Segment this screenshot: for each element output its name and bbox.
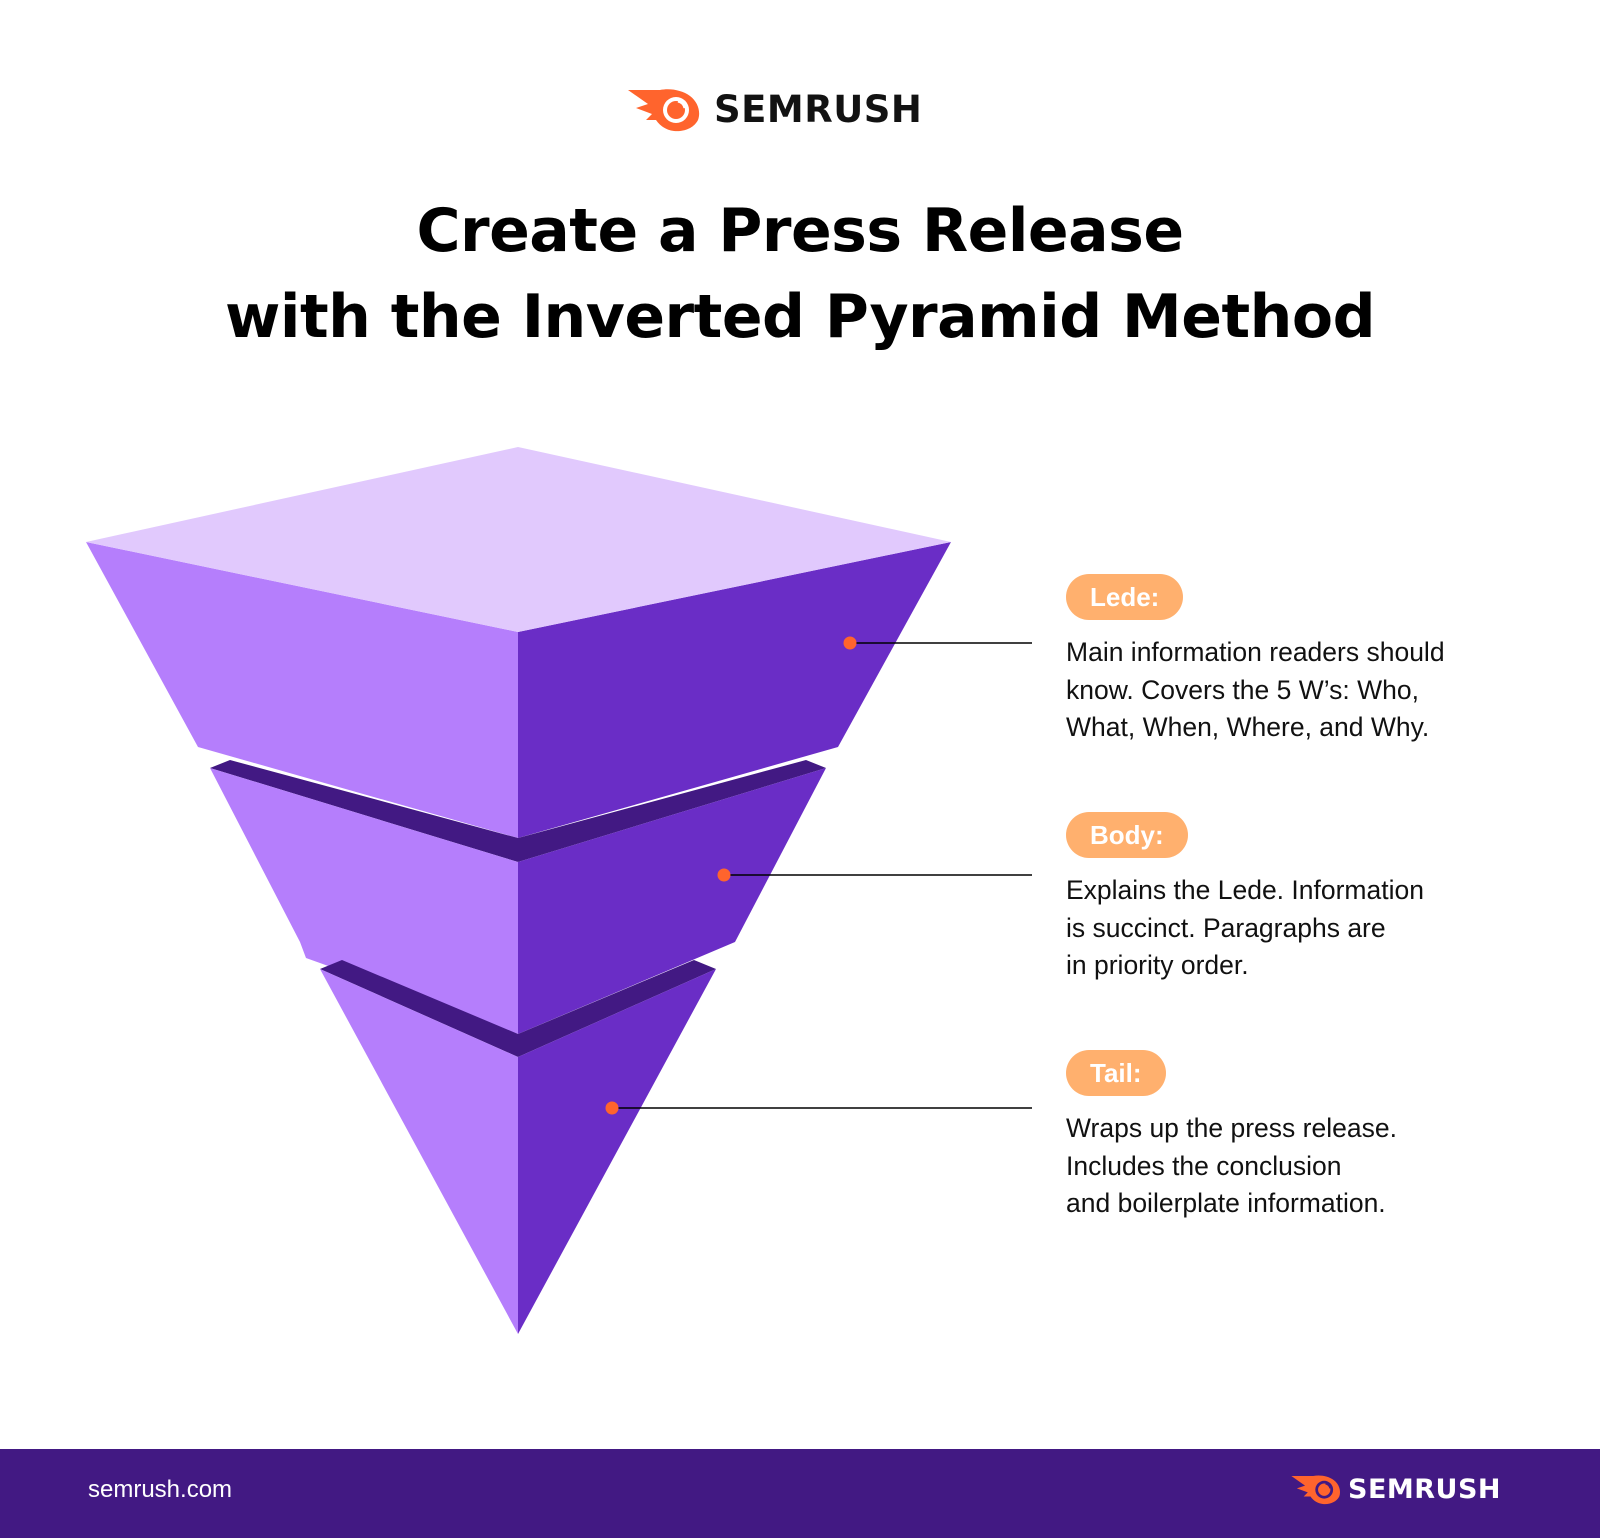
- pyramid-segment-tail: [320, 969, 716, 1334]
- description-body: Explains the Lede. Information is succin…: [1066, 875, 1424, 980]
- section-body: Body: Explains the Lede. Information is …: [1066, 812, 1424, 985]
- connector-lede: [843, 636, 1032, 650]
- description-tail: Wraps up the press release. Includes the…: [1066, 1113, 1397, 1218]
- marker-dot-lede: [843, 636, 857, 650]
- semrush-logo-footer: SEMRUSH: [1290, 1473, 1501, 1505]
- semrush-logo-header: SEMRUSH: [626, 84, 922, 134]
- section-tail: Tail: Wraps up the press release. Includ…: [1066, 1050, 1397, 1223]
- title-line-2: with the Inverted Pyramid Method: [224, 282, 1376, 352]
- marker-dot-tail: [605, 1101, 619, 1115]
- pyramid-separator-2: [320, 960, 716, 1057]
- footer-bar: semrush.com SEMRUSH: [0, 1449, 1600, 1538]
- label-pill-tail: Tail:: [1066, 1050, 1166, 1096]
- label-pill-lede: Lede:: [1066, 574, 1184, 620]
- description-lede: Main information readers should know. Co…: [1066, 637, 1445, 742]
- pyramid-separator-1: [210, 760, 826, 862]
- semrush-fireball-icon: [1291, 1475, 1341, 1505]
- label-pill-body: Body:: [1066, 812, 1188, 858]
- pyramid-segment-body: [210, 768, 826, 1034]
- title-line-1: Create a Press Release: [416, 196, 1184, 266]
- connector-body: [717, 868, 1032, 882]
- footer-url-link[interactable]: semrush.com: [88, 1476, 233, 1503]
- inverted-pyramid-diagram: [86, 447, 1032, 1334]
- semrush-fireball-icon: [628, 89, 700, 132]
- page-title: Create a Press Release with the Inverted…: [0, 188, 1600, 360]
- marker-dot-body: [717, 868, 731, 882]
- pyramid-segment-lede: [86, 447, 951, 838]
- section-lede: Lede: Main information readers should kn…: [1066, 574, 1445, 747]
- brand-name: SEMRUSH: [714, 87, 923, 131]
- footer-brand-name: SEMRUSH: [1348, 1473, 1502, 1505]
- connector-tail: [605, 1101, 1032, 1115]
